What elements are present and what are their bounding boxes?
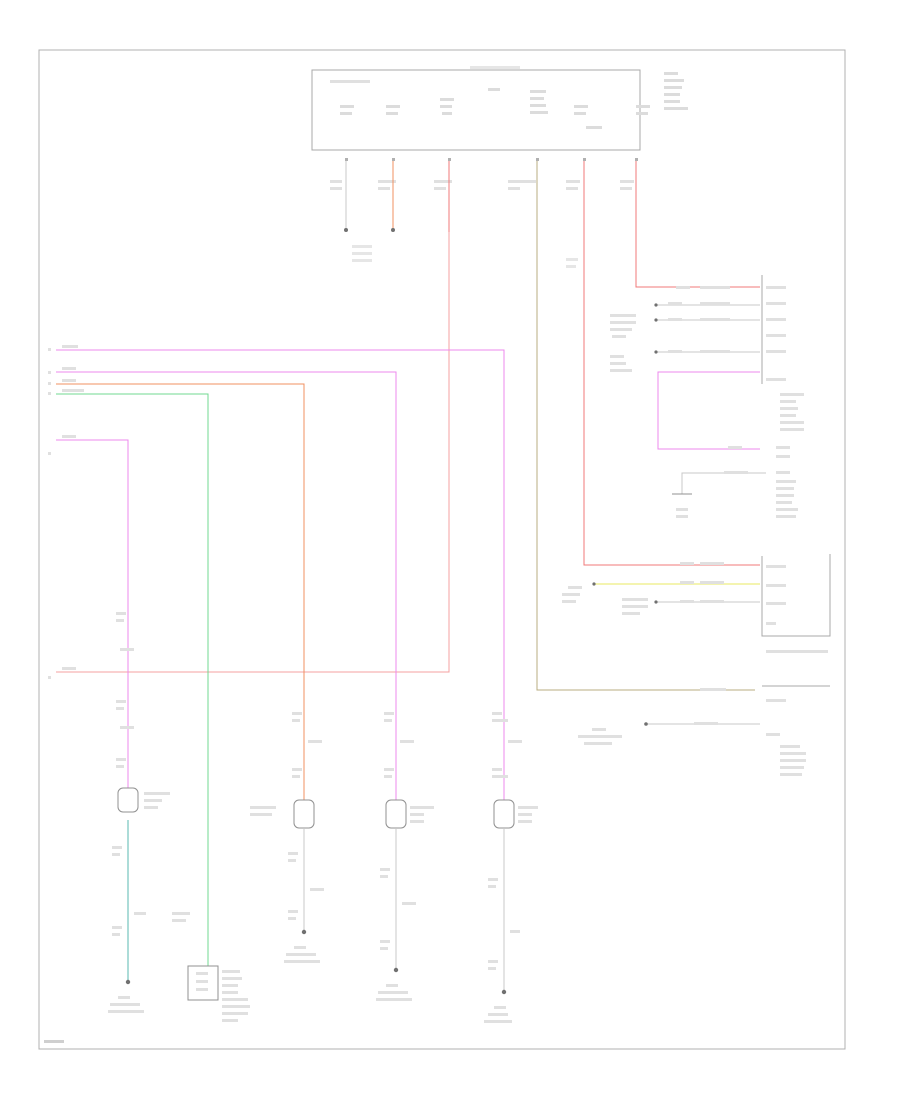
top-wires (56, 161, 760, 691)
right-connector-upper (610, 275, 804, 518)
bottom-module (172, 912, 250, 1022)
right-connector-lower (578, 685, 830, 776)
component-symbols (117, 787, 515, 829)
ground-symbols (125, 929, 507, 995)
right-connector-middle (562, 554, 831, 653)
diagram-frame (38, 49, 846, 1050)
top-module (311, 66, 688, 190)
left-bus-wires (56, 349, 505, 980)
